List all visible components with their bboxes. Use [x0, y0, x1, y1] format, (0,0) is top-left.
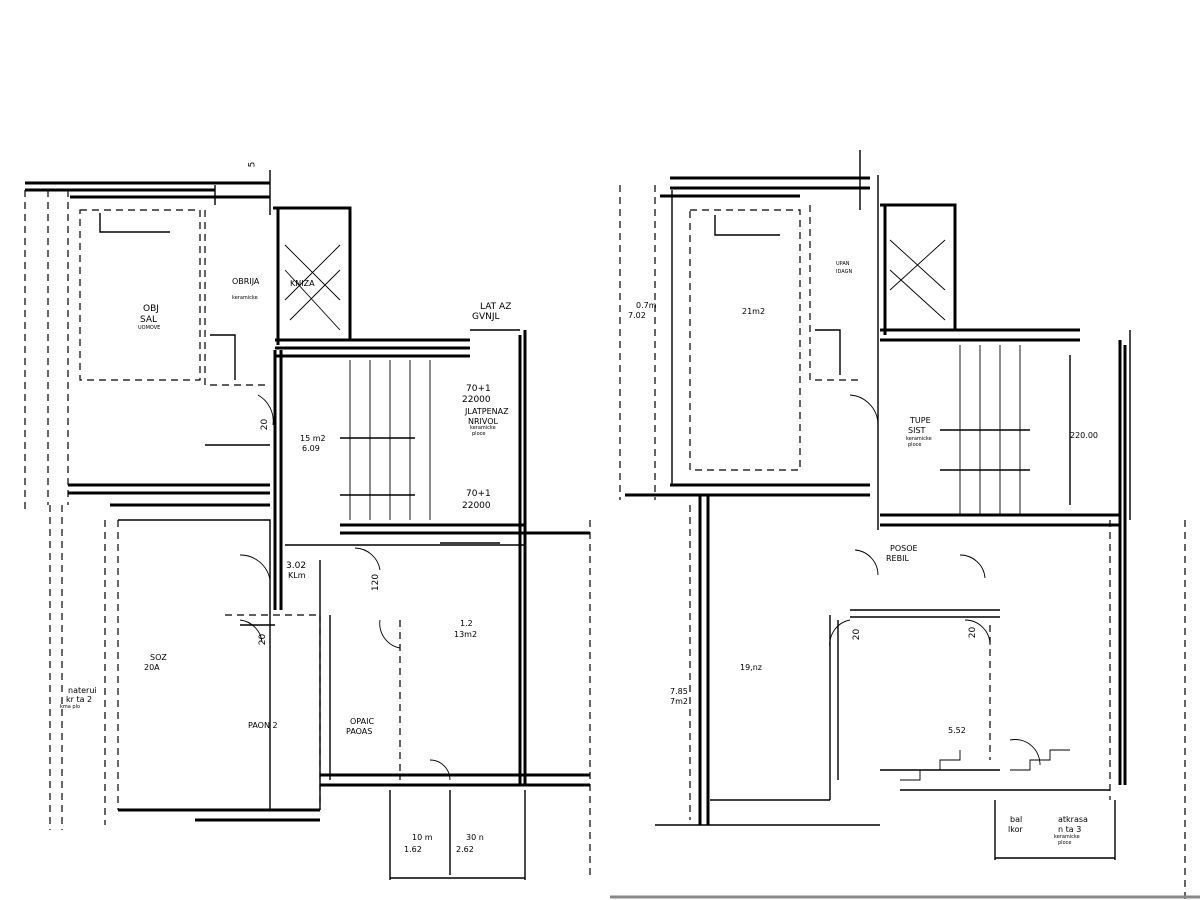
label-uomove: UOMOVE: [138, 325, 161, 331]
label-atkrasa: atkrasa: [1058, 815, 1088, 824]
label-70plus1-a: 70+1: [466, 384, 491, 394]
left-floor-plan: [24, 170, 591, 880]
label-7-02: 7.02: [628, 311, 646, 320]
note-keramicke-4: keramicke: [1054, 834, 1080, 840]
label-6-09: 6.09: [302, 444, 320, 453]
note-keramicke-1: keramicke: [232, 295, 258, 301]
label-jlatpenaz: JLATPENAZ: [465, 407, 509, 416]
label-7m2: 7m2: [670, 697, 688, 706]
label-posoe: POSOE: [890, 544, 918, 553]
label-21m2: 21m2: [742, 307, 766, 316]
label-3-02: 3.02: [286, 561, 307, 571]
label-70plus1-b: 70+1: [466, 489, 491, 499]
label-rebil: REBIL: [886, 554, 909, 563]
label-30n: 30 n: [466, 833, 484, 842]
label-sist: SIST: [908, 426, 926, 435]
label-20-d: 20: [968, 626, 979, 639]
label-20-b: 20: [258, 633, 269, 646]
label-naterui: naterui: [68, 686, 97, 695]
label-20-a: 20: [260, 418, 271, 431]
label-19nz: 19,nz: [740, 663, 762, 672]
label-5-52: 5.52: [948, 726, 966, 735]
label-tupe: TUPE: [910, 416, 931, 425]
label-kniza: KNIZA: [290, 279, 315, 288]
label-klm: KLm: [288, 571, 306, 580]
label-1-62: 1.62: [404, 845, 422, 854]
label-sal: SAL: [140, 315, 158, 325]
label-paon-2: PAON 2: [248, 721, 278, 730]
label-220-00: 220.00: [1070, 431, 1098, 440]
label-kr-ta-2: kr ta 2: [66, 695, 93, 704]
label-13m2: 13m2: [454, 630, 478, 639]
label-2-62: 2.62: [456, 845, 474, 854]
label-20a: 20A: [144, 663, 160, 672]
note-kma-plo: kma plo: [60, 704, 81, 710]
label-obrija: OBRIJA: [232, 277, 260, 286]
label-idagn: IDAGN: [836, 269, 853, 275]
label-120: 120: [371, 573, 382, 592]
label-22000-b: 22000: [462, 501, 491, 511]
label-paoas: PAOAS: [346, 727, 373, 736]
note-ploce-2: ploce: [472, 431, 486, 437]
label-bal: bal: [1010, 815, 1023, 824]
note-ploce-3: ploce: [908, 442, 922, 448]
label-5: 5: [247, 161, 258, 168]
label-obj: OBJ: [143, 304, 159, 314]
label-upan: UPAN: [836, 261, 850, 267]
label-gvnjl: GVNJL: [472, 312, 500, 322]
label-0-7m: 0.7m: [636, 301, 657, 310]
label-7-85: 7.85: [670, 687, 688, 696]
label-22000-a: 22000: [462, 395, 491, 405]
note-keramicke-2: keramicke: [470, 425, 496, 431]
label-lkor: lkor: [1008, 825, 1023, 834]
label-10m: 10 m: [412, 833, 433, 842]
label-15m2: 15 m2: [300, 434, 326, 443]
label-n-ta-3: n ta 3: [1058, 825, 1082, 834]
note-keramicke-3: keramicke: [906, 436, 932, 442]
label-1-2: 1.2: [460, 619, 473, 628]
label-soz: SOZ: [150, 653, 167, 662]
label-lat-az: LAT AZ: [480, 302, 512, 312]
note-ploce-4: ploce: [1058, 840, 1072, 846]
right-floor-plan: [619, 150, 1186, 900]
label-opaic: OPAIC: [350, 717, 375, 726]
label-20-c: 20: [852, 628, 863, 641]
label-nrivol: NRIVOL: [468, 417, 498, 426]
